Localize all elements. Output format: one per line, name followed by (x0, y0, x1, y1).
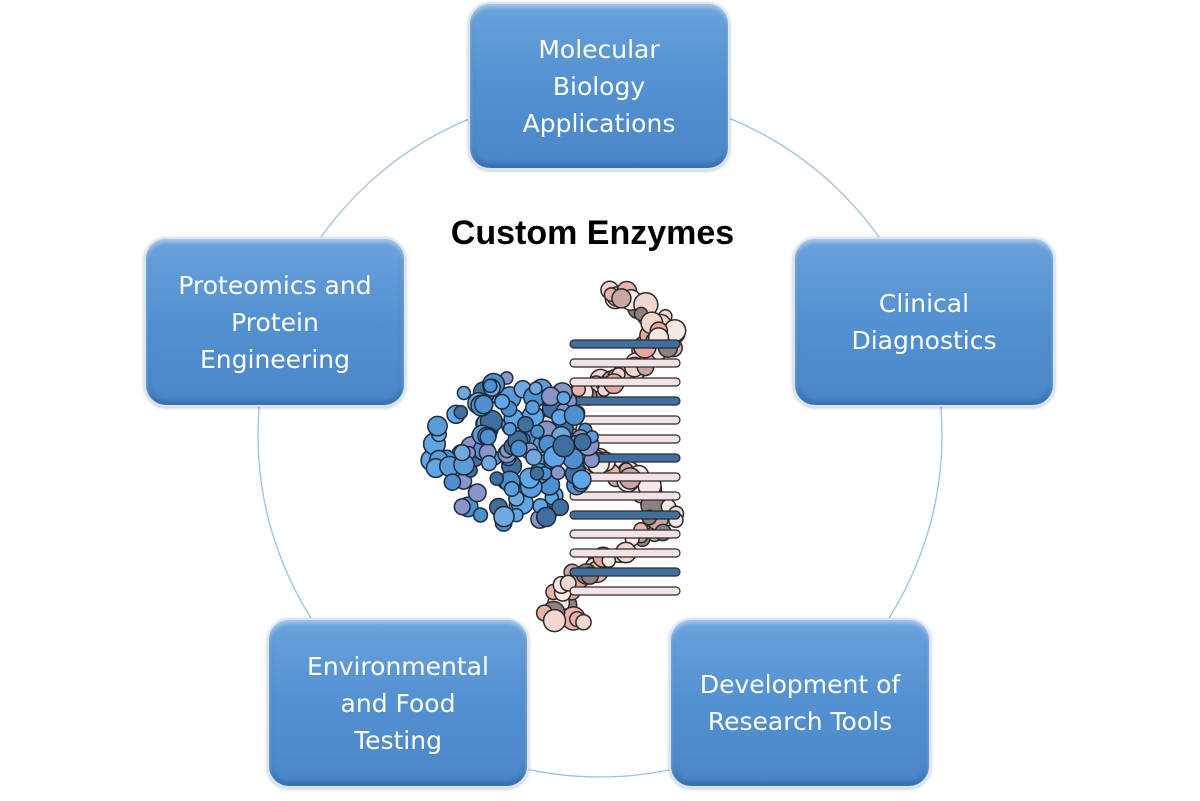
protein-atom (489, 471, 505, 486)
node-molecular-biology[interactable]: Molecular Biology Applications (468, 2, 730, 170)
dna-atom (542, 608, 567, 633)
protein-atom (480, 454, 498, 472)
base-pair (569, 529, 681, 539)
protein-atom (551, 498, 570, 517)
protein-atom (528, 381, 543, 396)
protein-atom (482, 378, 498, 394)
protein-atom (556, 390, 571, 406)
node-clinical-diagnostics[interactable]: Clinical Diagnostics (793, 237, 1055, 407)
protein-atom (530, 424, 545, 439)
base-pair (569, 377, 681, 387)
protein-atom (453, 498, 471, 516)
protein-atom (529, 465, 545, 481)
protein-atom (525, 448, 543, 466)
protein-atom (550, 465, 566, 481)
protein-atom (456, 385, 472, 401)
diagram-title: Custom Enzymes (450, 214, 735, 252)
protein-atom (517, 415, 535, 433)
node-research-tools[interactable]: Development of Research Tools (669, 618, 931, 788)
protein-atom (524, 399, 541, 415)
protein-atom (502, 421, 517, 436)
protein-atom (535, 506, 557, 528)
base-pair (569, 548, 681, 558)
base-pair (569, 510, 681, 520)
protein-atom (509, 439, 528, 458)
protein-atom (467, 483, 487, 503)
protein-atom (472, 507, 489, 523)
dna-atom (575, 613, 592, 631)
node-environmental-food[interactable]: Environmental and Food Testing (267, 618, 529, 788)
node-proteomics[interactable]: Proteomics and Protein Engineering (144, 237, 406, 407)
protein-atom (453, 404, 469, 420)
protein-atom (494, 393, 511, 410)
protein-atom (493, 505, 515, 528)
protein-atom (563, 404, 586, 426)
base-pair (569, 358, 681, 368)
protein-structure (420, 371, 600, 532)
protein-atom (427, 415, 448, 437)
protein-atom (503, 480, 520, 498)
protein-atom (573, 433, 592, 452)
dna-atom (611, 288, 632, 309)
protein-atom (473, 394, 494, 415)
protein-atom (571, 469, 592, 490)
protein-atom (479, 428, 497, 446)
protein-atom (443, 473, 462, 492)
base-pair (569, 396, 681, 406)
enzyme-dna-illustration (420, 280, 687, 633)
base-pair (569, 491, 681, 501)
base-pair (569, 339, 681, 349)
protein-atom (552, 434, 576, 458)
base-pair (569, 586, 681, 596)
base-pair (569, 567, 681, 577)
protein-atom (453, 444, 471, 462)
